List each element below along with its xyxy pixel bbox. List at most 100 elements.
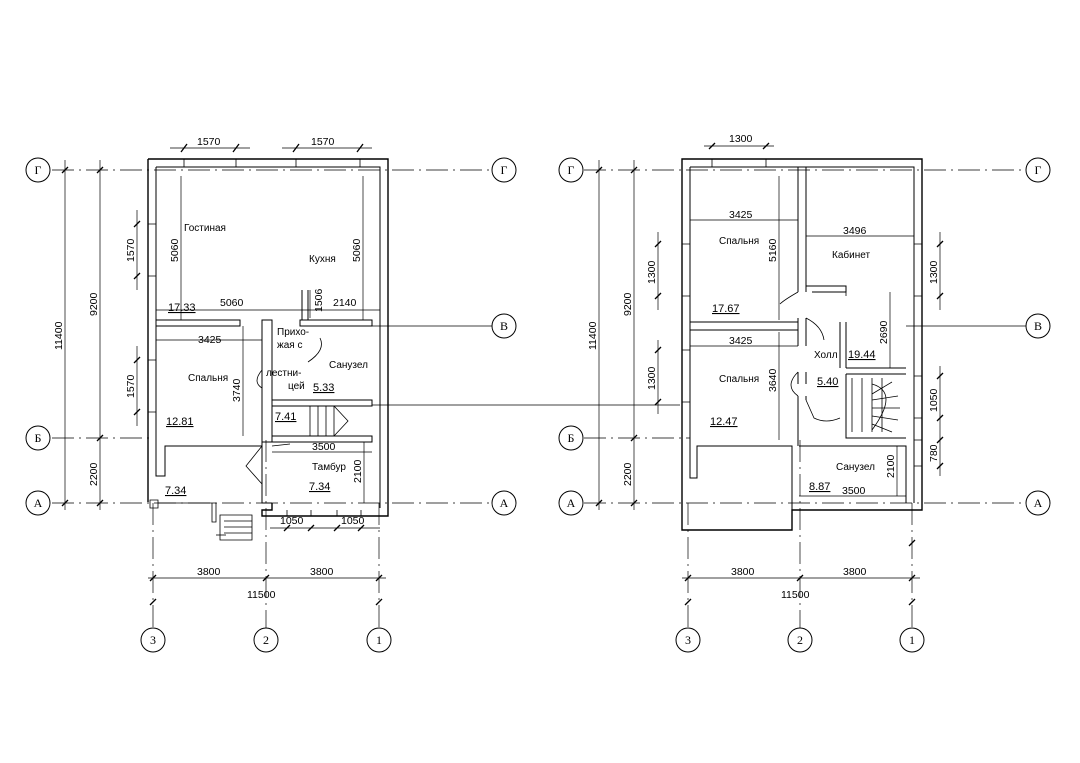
axis-bubble-row-g-right-2: Г	[1025, 157, 1051, 183]
area-vestibule: 7.34	[309, 481, 330, 493]
dim-bathroom-height: 2100	[885, 454, 897, 478]
dim-living-height: 5060	[169, 238, 181, 262]
floor1-plan	[147, 158, 389, 541]
room-label-bedroom-top: Спальня	[719, 236, 759, 247]
floor2-plan	[681, 158, 923, 531]
axis-bubble-row-a-left-2: А	[558, 490, 584, 516]
axis-bubble-row-g-left: Г	[25, 157, 51, 183]
room-label-bedroom: Спальня	[188, 373, 228, 384]
dim-span-left: 3800	[197, 566, 221, 578]
dim-porch-height: 2200	[88, 462, 100, 486]
dim-left-window-bottom: 1570	[125, 374, 137, 398]
svg-text:2: 2	[263, 633, 269, 647]
dim-bottom-window-right: 1050	[341, 515, 365, 527]
dim-left-window-top-2: 1300	[646, 260, 658, 284]
axis-bubble-col-3-2: 3	[675, 627, 701, 653]
dim-top-window-right: 1570	[311, 136, 335, 148]
axis-bubble-row-b-left-2: Б	[558, 425, 584, 451]
dim-total-width-2: 11500	[781, 589, 810, 601]
dim-vestibule-height: 2100	[352, 459, 364, 483]
axis-bubble-row-a-right-2: А	[1025, 490, 1051, 516]
room-label-vestibule: Тамбур	[312, 461, 346, 473]
svg-text:А: А	[1034, 496, 1043, 510]
dim-kitchen-height: 5060	[351, 238, 363, 262]
dim-main-height: 9200	[88, 292, 100, 316]
axis-bubble-col-1: 1	[366, 627, 392, 653]
area-stair: 7.41	[275, 411, 296, 423]
dim-right-window-top: 1300	[928, 260, 940, 284]
dim-bedroom-bottom-width: 3425	[729, 335, 753, 347]
axis-bubbles: Г Б А Г В А 3 2 1 Г Б А Г В А 3 2 1	[25, 157, 1051, 653]
area-hall-2: 5.40	[817, 376, 838, 388]
axis-bubble-row-a-left: А	[25, 490, 51, 516]
dim-bedroom-top-height: 5160	[767, 238, 779, 262]
dim-left-window-top: 1570	[125, 238, 137, 262]
room-label-living: Гостиная	[184, 223, 226, 234]
room-label-hall-3: лестни-	[266, 368, 301, 379]
svg-text:Б: Б	[568, 431, 575, 445]
dim-total-width: 11500	[247, 589, 276, 601]
dim-bedroom-bottom-height: 3640	[767, 368, 779, 392]
axis-bubble-col-2: 2	[253, 627, 279, 653]
room-label-hall-2: жая с	[277, 340, 302, 351]
room-label-study: Кабинет	[832, 249, 870, 261]
dim-study-width: 3496	[843, 225, 867, 237]
dim-bathroom-width: 3500	[842, 485, 866, 497]
dim-span-right: 3800	[310, 566, 334, 578]
room-label-hall-4: цей	[288, 381, 305, 392]
area-hall: 5.33	[313, 382, 334, 394]
svg-text:1: 1	[376, 633, 382, 647]
axis-bubble-col-2-2: 2	[787, 627, 813, 653]
dim-living-width: 5060	[220, 297, 244, 309]
svg-text:А: А	[34, 496, 43, 510]
room-label-kitchen: Кухня	[309, 254, 336, 265]
axis-bubble-row-v-right-2: В	[1025, 313, 1051, 339]
dim-study-height: 2690	[878, 320, 890, 344]
room-label-bathroom-2: Санузел	[836, 462, 875, 473]
dim-span-left-2: 3800	[731, 566, 755, 578]
svg-text:В: В	[1034, 319, 1042, 333]
dim-bedroom-width: 3425	[198, 334, 222, 346]
dim-bedroom-top-width: 3425	[729, 209, 753, 221]
room-label-bedroom-bottom: Спальня	[719, 374, 759, 385]
svg-text:А: А	[500, 496, 509, 510]
room-label-hall-1: Прихо-	[277, 327, 309, 338]
svg-text:3: 3	[150, 633, 156, 647]
dim-span-right-2: 3800	[843, 566, 867, 578]
svg-text:Г: Г	[35, 163, 42, 177]
dim-bedroom-height: 3740	[231, 378, 243, 402]
svg-text:Б: Б	[35, 431, 42, 445]
dim-total-height-2: 11400	[587, 321, 599, 350]
dim-right-window-bottom: 780	[928, 444, 940, 462]
area-bedroom: 12.81	[166, 416, 194, 428]
svg-text:Г: Г	[568, 163, 575, 177]
axis-bubble-col-3: 3	[140, 627, 166, 653]
area-living: 17.33	[168, 302, 196, 314]
area-porch: 7.34	[165, 485, 186, 497]
svg-text:А: А	[567, 496, 576, 510]
axis-bubble-row-g-left-2: Г	[558, 157, 584, 183]
floor2-stair	[851, 378, 900, 433]
area-bedroom-top: 17.67	[712, 303, 740, 315]
floor2-labels: Спальня Кабинет Холл Спальня Санузел 17.…	[587, 133, 940, 601]
floor1-stair	[309, 405, 349, 437]
svg-text:В: В	[500, 319, 508, 333]
dim-porch-height-2: 2200	[622, 462, 634, 486]
room-label-hall: Холл	[814, 350, 838, 361]
axis-bubble-row-a-right: А	[491, 490, 517, 516]
svg-text:1: 1	[909, 633, 915, 647]
axis-bubble-row-g-right: Г	[491, 157, 517, 183]
floor1-labels: Гостиная Кухня Прихо- жая с лестни- цей …	[53, 136, 368, 601]
svg-text:Г: Г	[1035, 163, 1042, 177]
floor1-outer-wall	[148, 158, 389, 517]
axis-bubble-col-1-2: 1	[899, 627, 925, 653]
axis-bubble-row-b-left: Б	[25, 425, 51, 451]
dim-main-height-2: 9200	[622, 292, 634, 316]
floor1-dimensions	[61, 143, 386, 606]
dim-total-height: 11400	[53, 321, 65, 350]
svg-text:Г: Г	[501, 163, 508, 177]
dim-right-window-mid: 1050	[928, 388, 940, 412]
svg-text:2: 2	[797, 633, 803, 647]
